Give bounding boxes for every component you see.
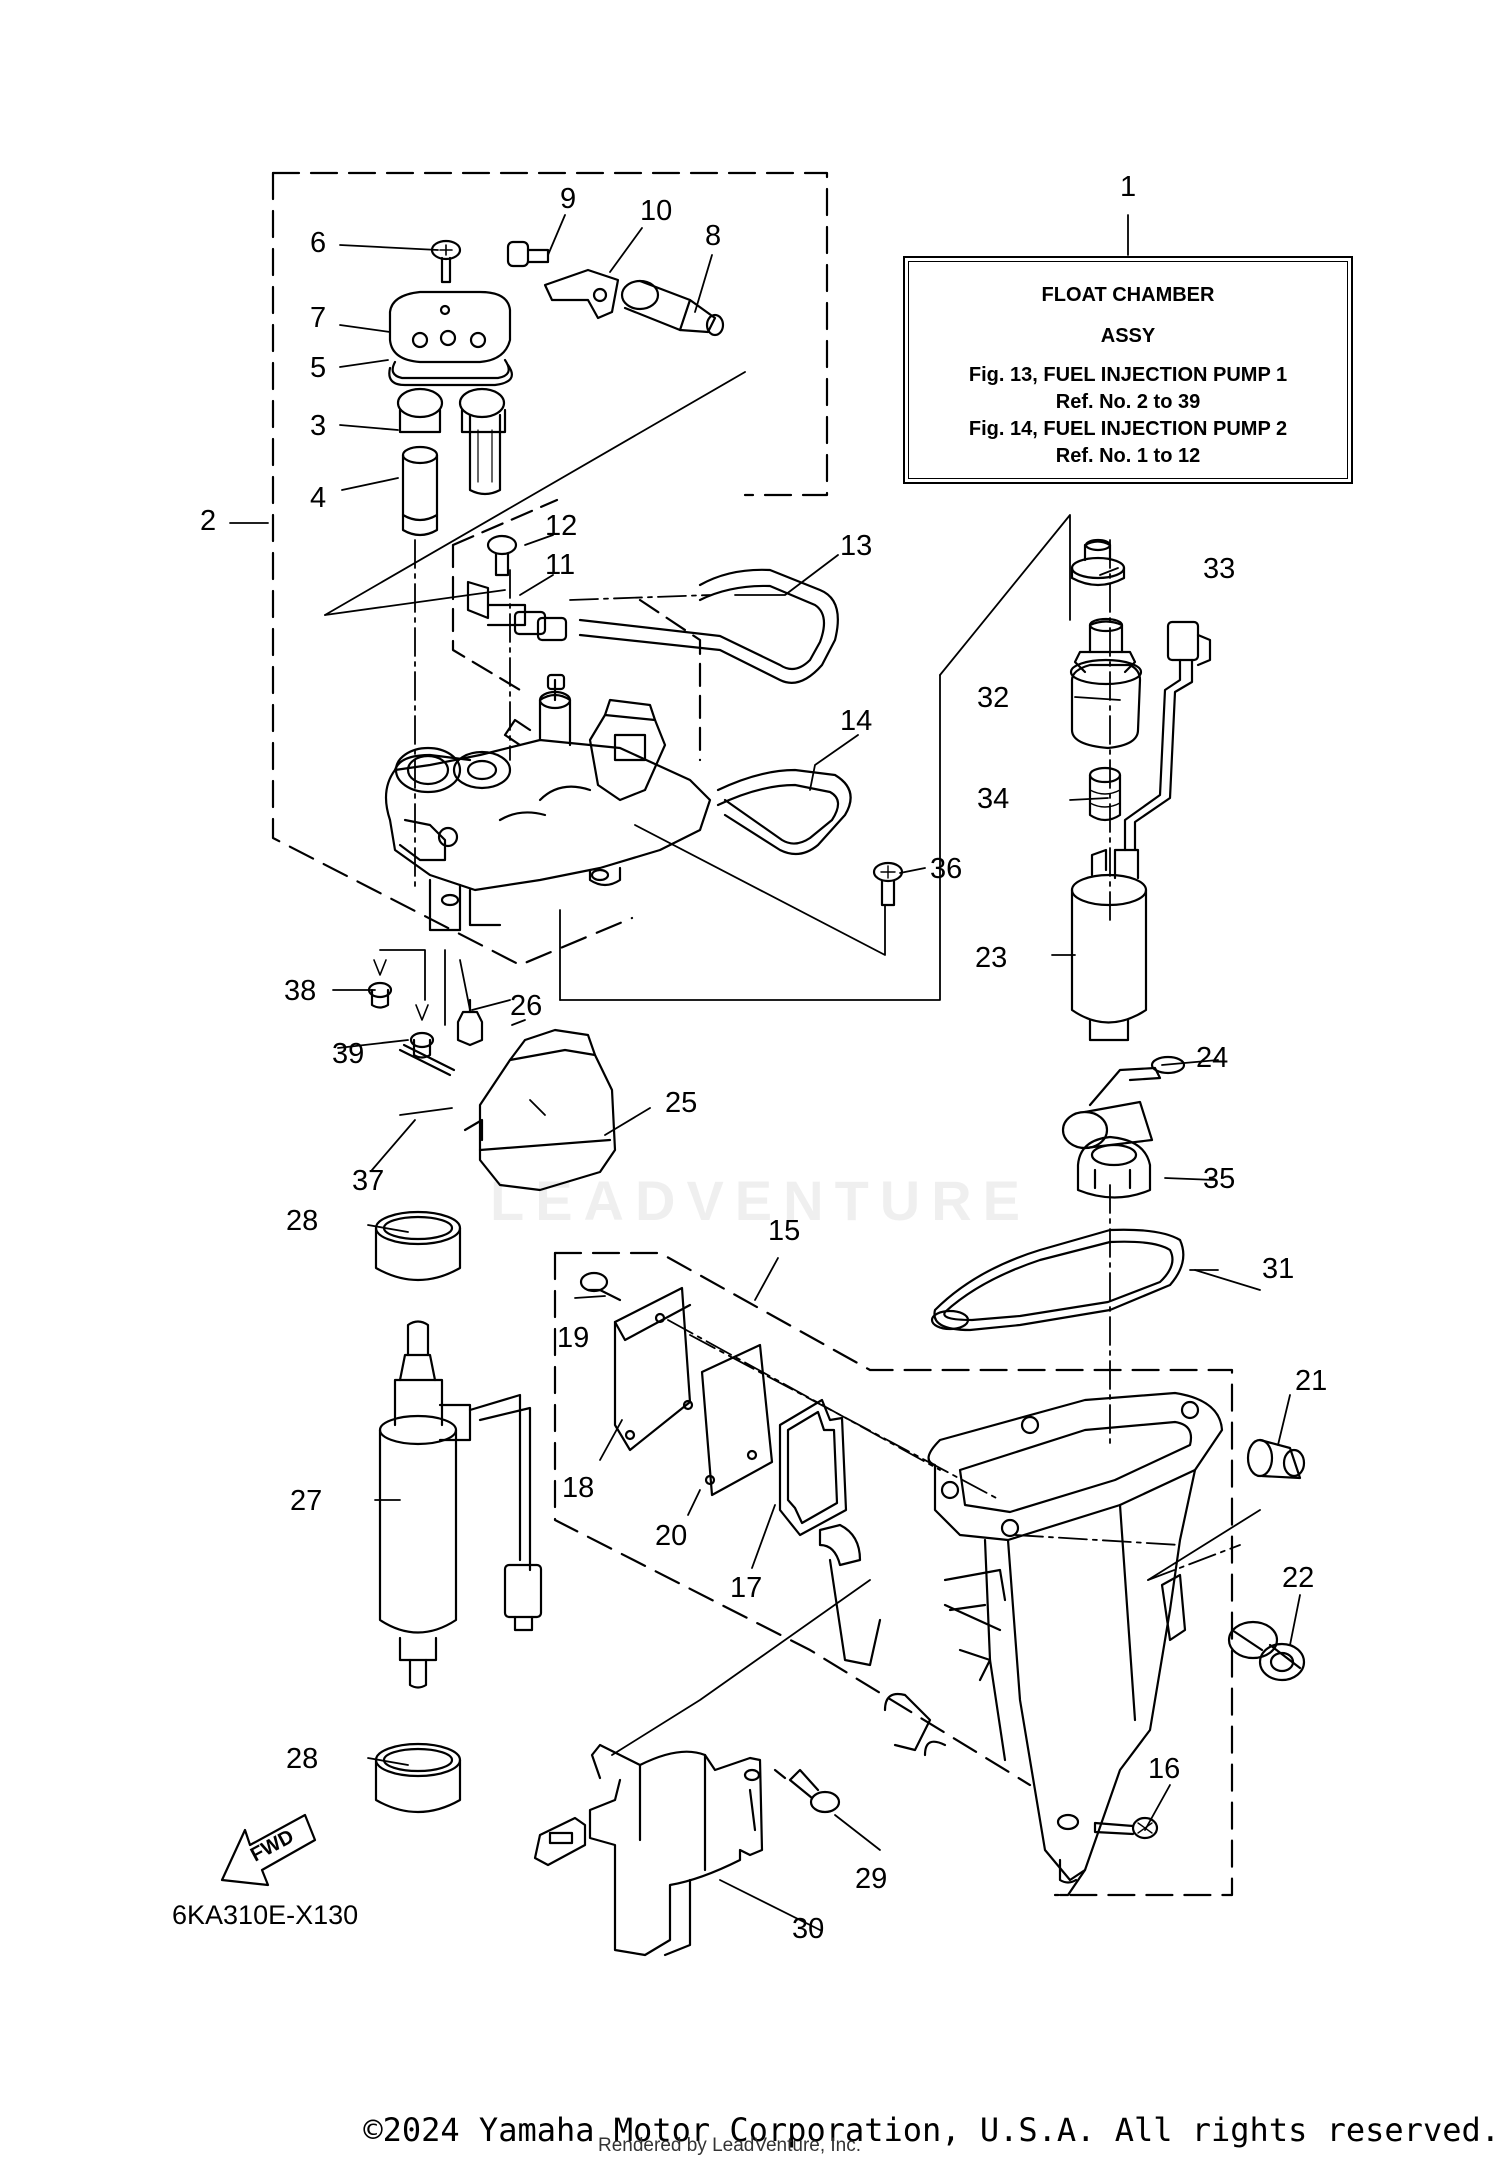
part-label-28-upper: 28 <box>286 1205 318 1237</box>
part-label-9: 9 <box>560 183 576 215</box>
part-label-16: 16 <box>1148 1753 1180 1785</box>
part-label-30: 30 <box>792 1913 824 1945</box>
part-label-13: 13 <box>840 530 872 562</box>
cap-32 <box>1069 617 1143 750</box>
screw-19 <box>579 1271 622 1302</box>
hose-14 <box>716 768 852 856</box>
part-label-34: 34 <box>977 783 1009 815</box>
bracket-10 <box>543 268 620 320</box>
fuel-pump-27 <box>378 1320 543 1689</box>
plate-20 <box>700 1343 774 1497</box>
bolt-29 <box>773 1768 841 1814</box>
group-15-dashed-outline <box>553 1251 1234 1897</box>
nozzle-26 <box>456 998 484 1047</box>
float-chamber-15 <box>818 1391 1224 1897</box>
filter-4 <box>401 445 439 537</box>
info-line-3: Fig. 13, FUEL INJECTION PUMP 1 <box>968 364 1288 386</box>
holder-35 <box>1076 1135 1152 1199</box>
gasket-5 <box>388 358 513 387</box>
gasket-17 <box>778 1398 848 1537</box>
part-label-26: 26 <box>510 990 542 1022</box>
part-label-36: 36 <box>930 853 962 885</box>
part-label-15: 15 <box>768 1215 800 1247</box>
copyright: ©2024 Yamaha Motor Corporation, U.S.A. A… <box>0 2111 1500 2149</box>
part-label-8: 8 <box>705 220 721 252</box>
gasket-31 <box>930 1228 1185 1332</box>
watermark: LEADVENTURE <box>490 1169 1032 1232</box>
bracket-30 <box>533 1743 764 1957</box>
group-2-dashed-outline <box>271 171 829 967</box>
info-line-2: ASSY <box>1100 325 1156 347</box>
part-label-18: 18 <box>562 1472 594 1504</box>
part-label-25: 25 <box>665 1087 697 1119</box>
bolt-9 <box>506 240 550 268</box>
screw-39 <box>409 1004 435 1059</box>
bolt-12 <box>486 534 518 577</box>
part-label-22: 22 <box>1282 1562 1314 1594</box>
bushing-34 <box>1088 766 1122 822</box>
screw-6 <box>430 239 462 284</box>
info-line-5: Fig. 14, FUEL INJECTION PUMP 2 <box>968 418 1288 440</box>
part-label-7: 7 <box>310 302 326 334</box>
pump-body-2 <box>384 673 712 932</box>
hose-13 <box>578 568 839 684</box>
part-label-1: 1 <box>1120 171 1136 203</box>
rendered-by: Rendered by LeadVenture, Inc. <box>598 2135 862 2156</box>
part-label-33: 33 <box>1203 553 1235 585</box>
part-label-29: 29 <box>855 1863 887 1895</box>
info-box-inner: FLOAT CHAMBER ASSY Fig. 13, FUEL INJECTI… <box>908 261 1348 479</box>
part-label-3: 3 <box>310 410 326 442</box>
damper-24 <box>1061 1055 1186 1150</box>
cover-25 <box>463 1028 617 1192</box>
part-label-21: 21 <box>1295 1365 1327 1397</box>
part-label-10: 10 <box>640 195 672 227</box>
part-label-23: 23 <box>975 942 1007 974</box>
part-label-39: 39 <box>332 1038 364 1070</box>
fuel-pump-23 <box>1070 620 1212 1042</box>
part-label-4: 4 <box>310 482 326 514</box>
part-label-2: 2 <box>200 505 216 537</box>
cover-7 <box>388 290 512 364</box>
part-label-24: 24 <box>1196 1042 1228 1074</box>
pin-37 <box>398 1043 456 1077</box>
mount-22 <box>1227 1620 1306 1682</box>
part-label-28-lower: 28 <box>286 1743 318 1775</box>
part-label-27: 27 <box>290 1485 322 1517</box>
part-label-37: 37 <box>352 1165 384 1197</box>
part-label-11: 11 <box>545 549 575 581</box>
joint-11 <box>466 580 568 642</box>
part-label-17: 17 <box>730 1572 762 1604</box>
ring-28-upper <box>374 1210 462 1282</box>
copyright-text: ©2024 Yamaha Motor Corporation, U.S.A. A… <box>363 2111 1500 2149</box>
part-label-31: 31 <box>1262 1253 1294 1285</box>
part-label-6: 6 <box>310 227 326 259</box>
group-11-dashed-outline <box>451 498 702 762</box>
part-label-38: 38 <box>284 975 316 1007</box>
part-label-20: 20 <box>655 1520 687 1552</box>
part-label-32: 32 <box>977 682 1009 714</box>
info-line-6: Ref. No. 1 to 12 <box>1055 445 1201 467</box>
catalog-code: 6KA310E-X130 <box>172 1900 359 1930</box>
info-line-1: FLOAT CHAMBER <box>1041 284 1215 306</box>
plate-18 <box>613 1286 694 1452</box>
ring-28-lower <box>374 1742 462 1814</box>
holder-3 <box>396 387 507 496</box>
info-line-4: Ref. No. 2 to 39 <box>1055 391 1201 413</box>
screw-38 <box>367 959 393 1009</box>
grommet-33 <box>1070 538 1126 587</box>
regulator-8 <box>620 279 725 337</box>
leader-lines <box>229 214 1301 1931</box>
part-label-5: 5 <box>310 352 326 384</box>
part-label-12: 12 <box>545 510 577 542</box>
info-box: FLOAT CHAMBER ASSY Fig. 13, FUEL INJECTI… <box>903 256 1353 484</box>
grommet-21 <box>1246 1438 1306 1480</box>
fwd-arrow-icon <box>220 1813 317 1887</box>
part-label-14: 14 <box>840 705 872 737</box>
part-label-35: 35 <box>1203 1163 1235 1195</box>
screw-16 <box>1093 1816 1159 1840</box>
part-label-19: 19 <box>557 1322 589 1354</box>
screw-36 <box>872 861 904 907</box>
